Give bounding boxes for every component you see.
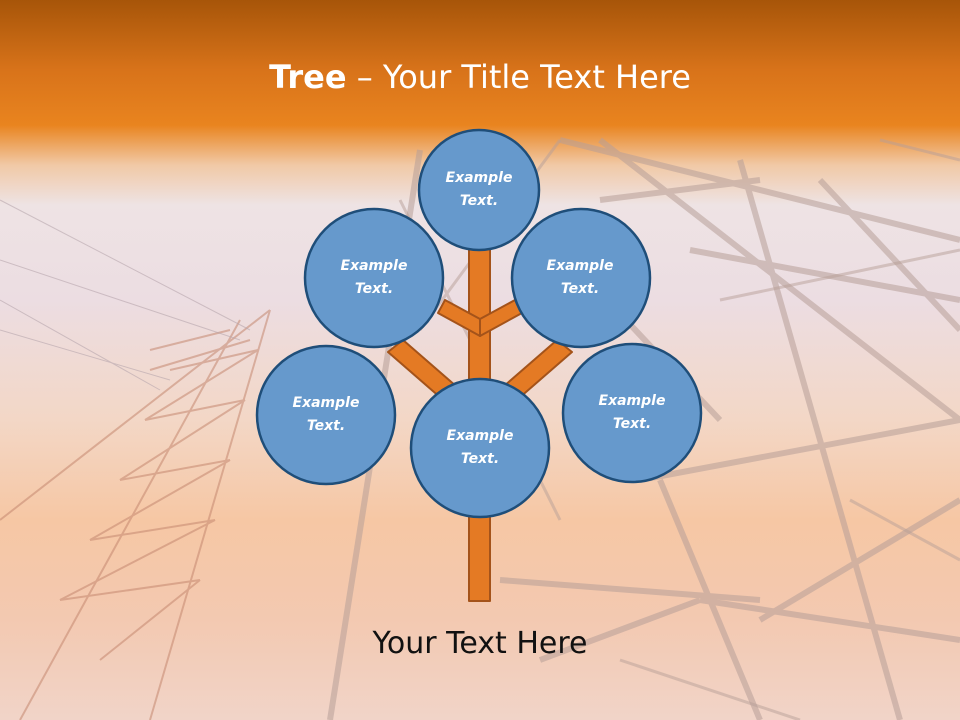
node-circle-center [409,377,551,519]
slide-title: Tree – Your Title Text Here [0,52,960,102]
node-circle-lower-right [561,342,703,484]
node-circle-lower-left [255,344,397,486]
footer-text: Your Text Here [372,626,588,661]
title-bold-part: Tree [269,58,347,96]
title-rest: Your Title Text Here [382,58,691,96]
title-separator: – [346,58,383,96]
node-circle-upper-right [510,207,652,349]
node-circle-top [417,128,541,252]
node-circle-upper-left [303,207,445,349]
